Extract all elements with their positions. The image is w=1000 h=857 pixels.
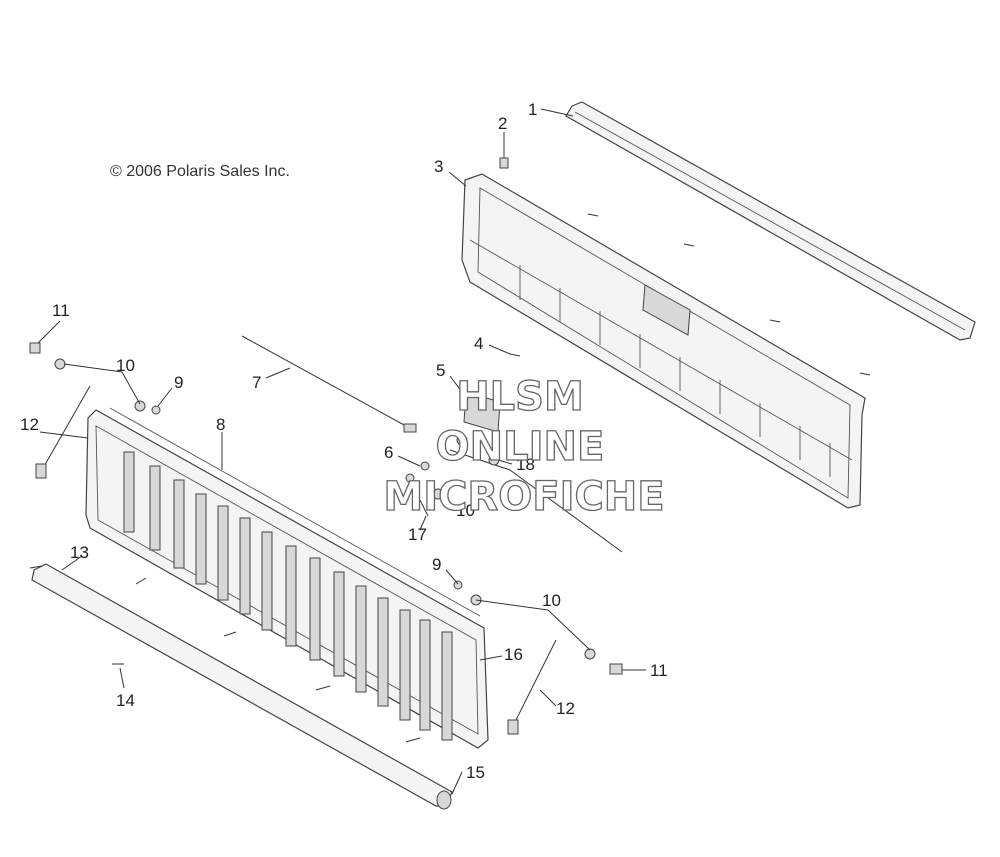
callout-1: 1 xyxy=(528,100,537,119)
callout-labels: 1 2 3 4 5 6 7 8 9 9 10 10 10 11 11 12 12… xyxy=(20,100,668,782)
callout-11-left: 11 xyxy=(52,301,70,320)
part-1-top-cap xyxy=(565,101,976,341)
part-7-rod xyxy=(241,335,623,553)
watermark-line1: HLSM xyxy=(456,374,584,420)
callout-9-lower: 9 xyxy=(432,555,441,574)
tailgate-ribs xyxy=(123,451,453,741)
callout-9-upper: 9 xyxy=(174,373,183,392)
callout-5: 5 xyxy=(436,361,445,380)
callout-6: 6 xyxy=(384,443,393,462)
part-2-screw xyxy=(499,157,509,169)
callout-3: 3 xyxy=(434,157,443,176)
part-12-cable-right xyxy=(507,639,557,735)
callout-8: 8 xyxy=(216,415,225,434)
callout-14: 14 xyxy=(116,691,135,710)
callout-17: 17 xyxy=(408,525,427,544)
callout-7: 7 xyxy=(252,373,261,392)
part-12-cable-left xyxy=(35,385,91,479)
callout-2: 2 xyxy=(498,114,507,133)
callout-11-right: 11 xyxy=(650,661,668,680)
watermark: HLSM ONLINE MICROFICHE xyxy=(383,373,666,520)
part-3-inner-panel xyxy=(461,173,866,509)
callout-15: 15 xyxy=(466,763,485,782)
part-5-latch xyxy=(449,391,511,471)
callout-13: 13 xyxy=(70,543,89,562)
panel-screws xyxy=(509,213,871,376)
watermark-line2: ONLINE xyxy=(436,424,605,470)
copyright-text: © 2006 Polaris Sales Inc. xyxy=(110,163,290,180)
callout-10-upper: 10 xyxy=(116,356,135,375)
callout-12-left: 12 xyxy=(20,415,39,434)
watermark-line3: MICROFICHE xyxy=(383,474,664,520)
callout-18: 18 xyxy=(516,455,535,474)
callout-16: 16 xyxy=(504,645,523,664)
callout-4: 4 xyxy=(474,334,483,353)
callout-10-middle: 10 xyxy=(456,501,475,520)
part-8-outer-tailgate xyxy=(85,407,489,749)
callout-12-right: 12 xyxy=(556,699,575,718)
callout-10-lower: 10 xyxy=(542,591,561,610)
part-15-bottom-rail xyxy=(31,563,453,810)
leader-lines xyxy=(37,108,646,795)
